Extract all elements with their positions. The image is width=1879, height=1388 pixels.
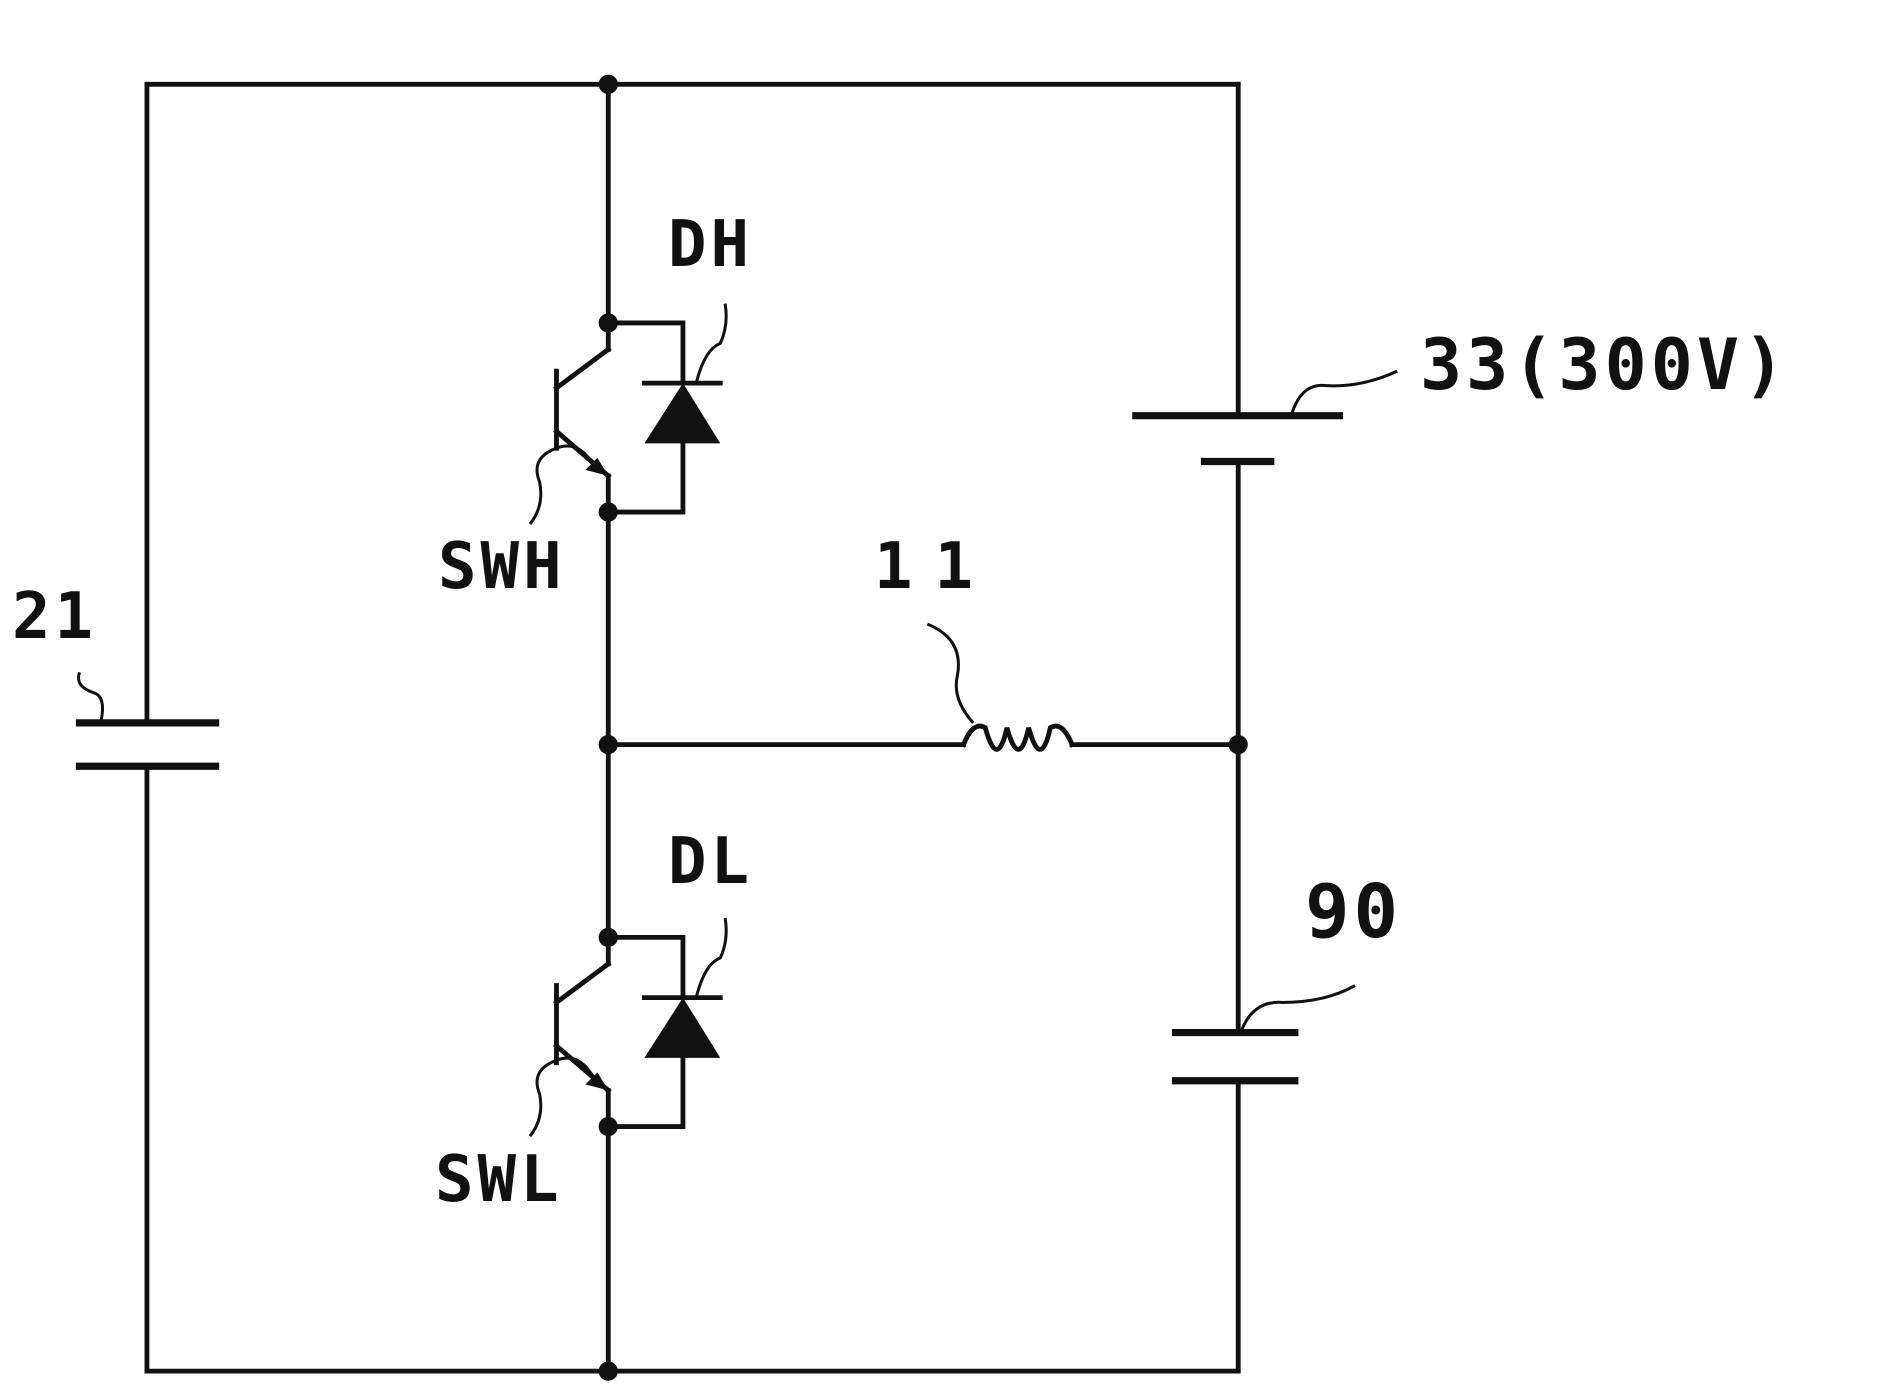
label-33-300v: 33(300V): [1420, 330, 1789, 400]
label-swh: SWH: [438, 535, 566, 599]
capacitor-90: [1172, 1033, 1298, 1081]
transistor-swl: [556, 964, 608, 1091]
label-90: 90: [1305, 875, 1402, 949]
battery-33: [1132, 416, 1343, 462]
diode-dh: [608, 323, 720, 512]
inductor-11: [964, 726, 1072, 749]
diode-dl: [608, 937, 720, 1126]
label-21: 21: [12, 585, 97, 649]
leader-lines: [79, 304, 1398, 1137]
label-11: 11: [874, 535, 995, 599]
label-swl: SWL: [435, 1148, 563, 1212]
label-dl: DL: [668, 830, 753, 894]
label-dh: DH: [668, 213, 753, 277]
capacitor-21: [76, 723, 219, 766]
transistor-swh: [556, 349, 608, 476]
